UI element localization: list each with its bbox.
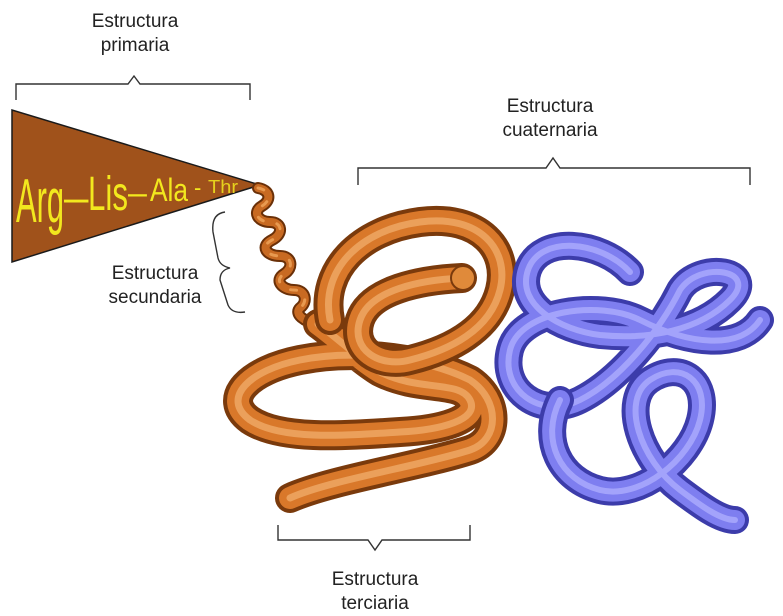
quaternary-chain (508, 246, 760, 520)
dash-3: - (194, 175, 201, 200)
residue-arg: Arg (16, 167, 64, 236)
tertiary-chain (238, 221, 502, 498)
quaternary-bracket (358, 158, 750, 185)
residue-thr: Thr (208, 177, 238, 197)
secondary-bracket (213, 212, 245, 312)
alpha-helix (257, 188, 318, 324)
tertiary-bracket (278, 525, 470, 550)
residue-ala: Ala (150, 172, 188, 208)
primary-bracket (16, 76, 250, 100)
dash-2: – (128, 174, 147, 212)
dash-1: – (64, 173, 89, 222)
residue-lis: Lis (88, 168, 128, 221)
